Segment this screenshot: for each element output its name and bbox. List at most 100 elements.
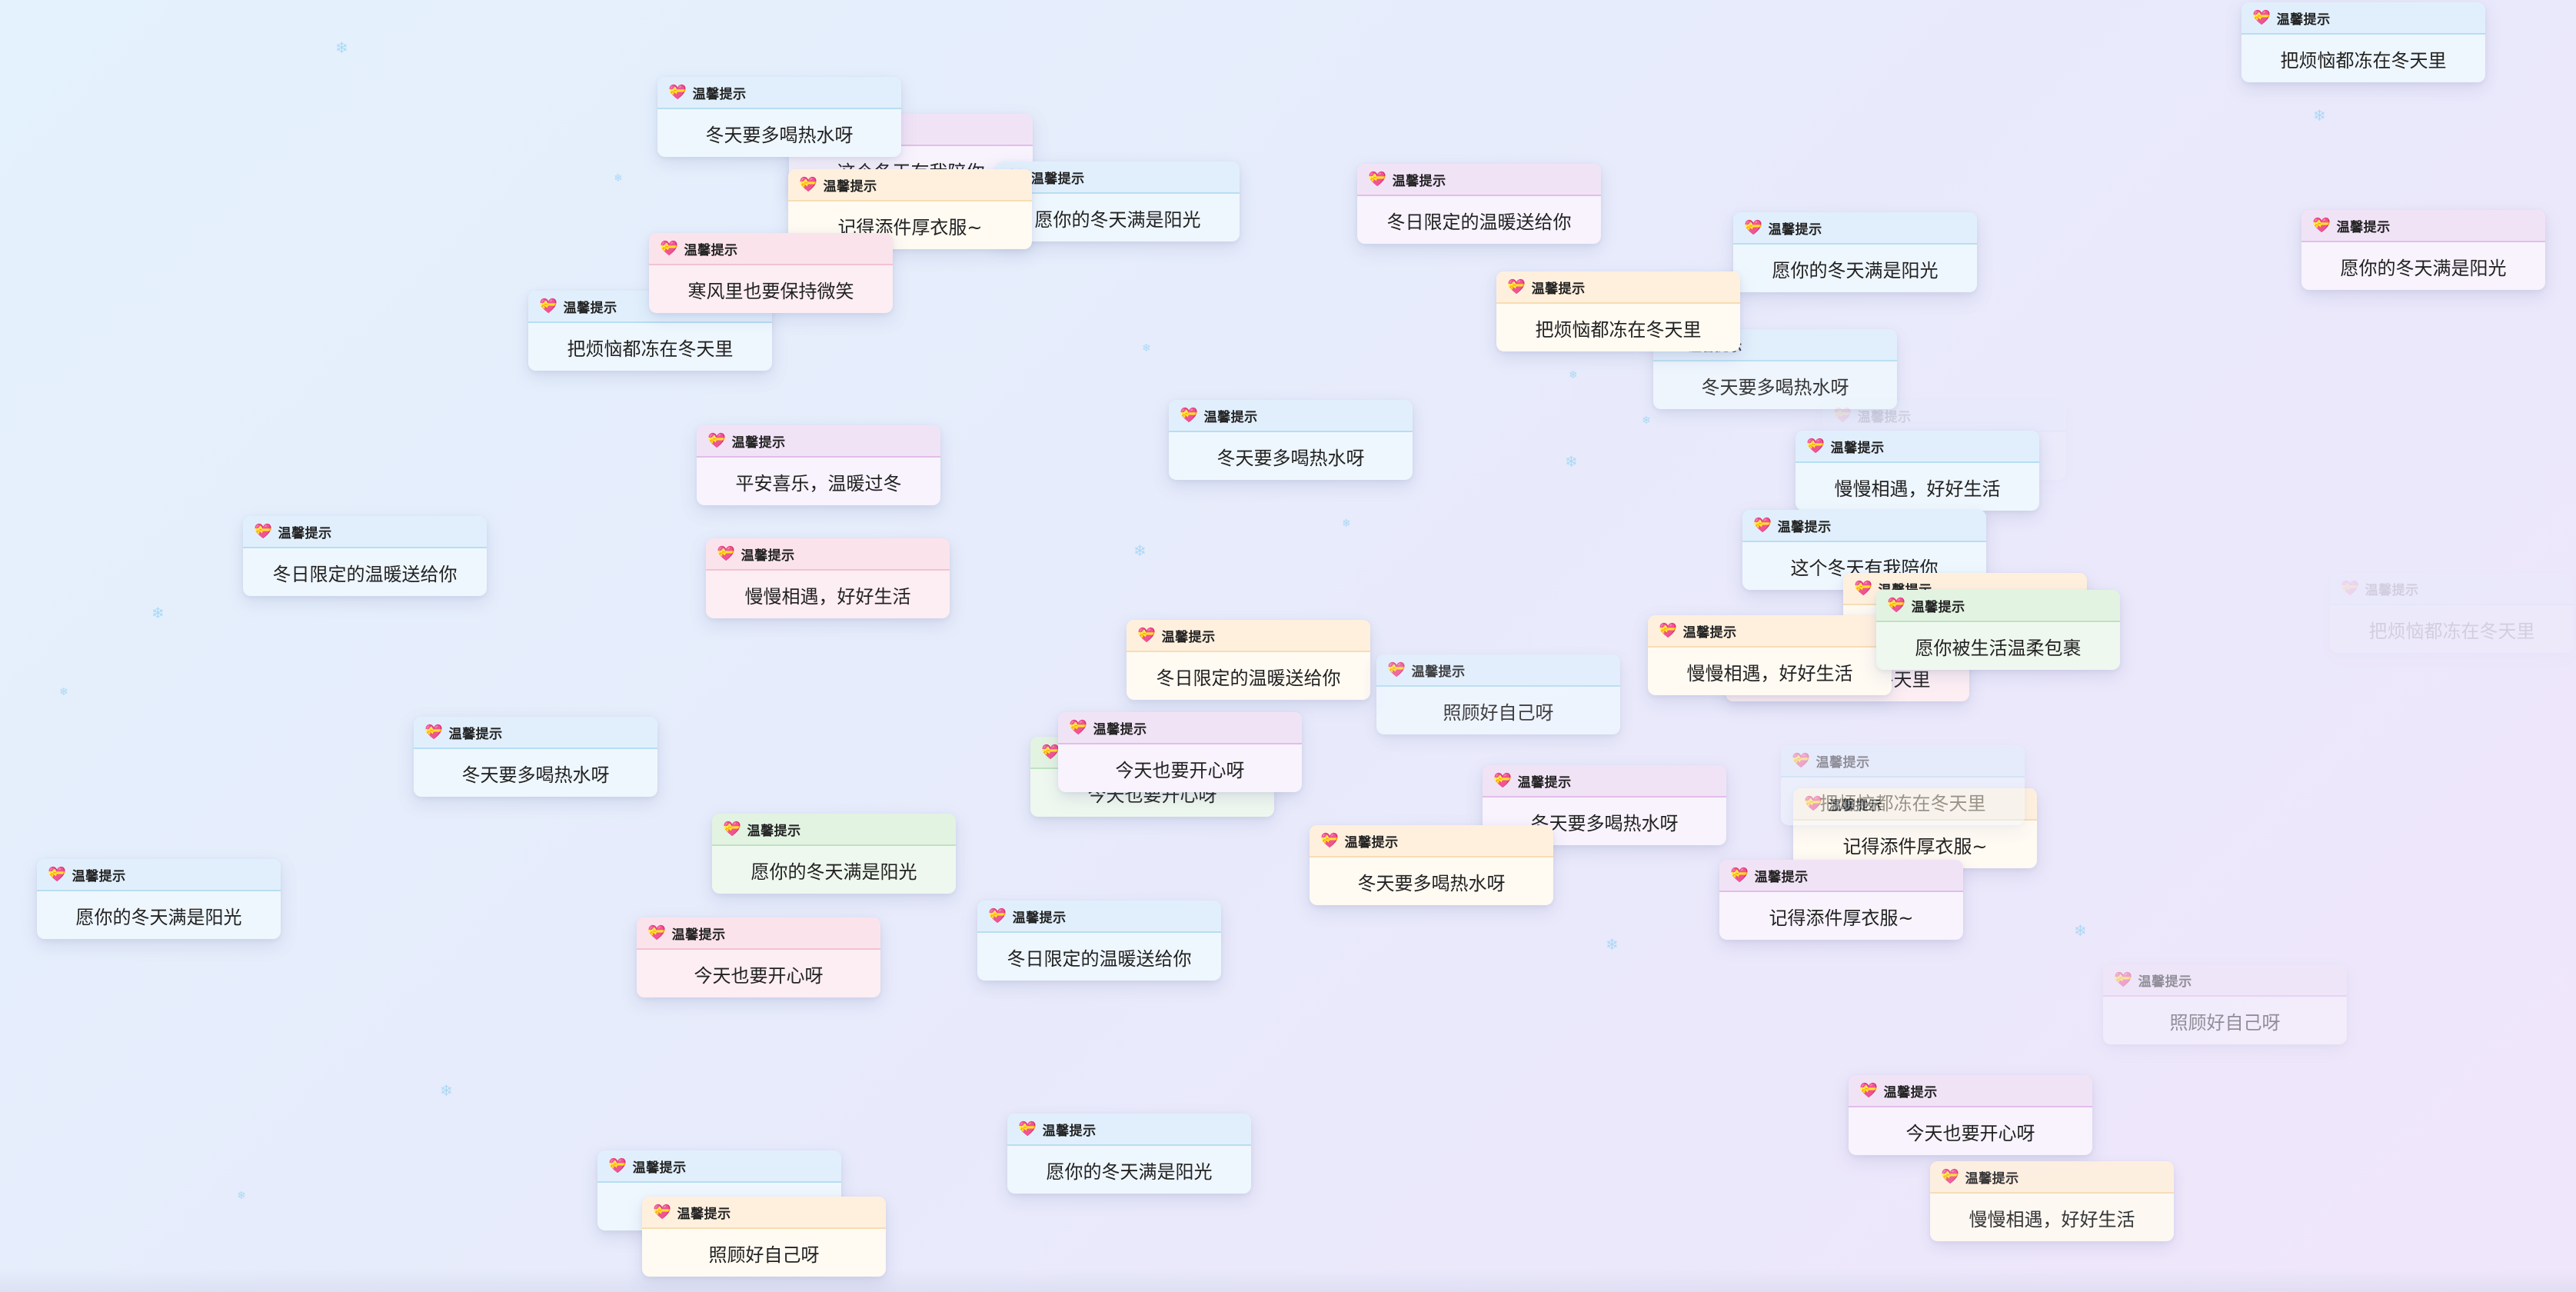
greeting-card-30[interactable]: 💝 温馨提示 记得添件厚衣服~: [1793, 788, 2037, 868]
card-header: 💝 温馨提示: [1733, 212, 1977, 245]
greeting-card-31[interactable]: 💝 温馨提示 把烦恼都冻在冬天里: [1781, 745, 2025, 825]
heart-with-ribbon-icon: 💝: [1180, 406, 1198, 424]
card-title: 温馨提示: [671, 927, 726, 943]
greeting-card-38[interactable]: 💝 温馨提示 照顾好自己呀: [2103, 964, 2347, 1044]
greeting-card-40[interactable]: 💝 温馨提示 愿你的冬天满是阳光: [1007, 1114, 1251, 1194]
greeting-card-2[interactable]: 💝 温馨提示 冬天要多喝热水呀: [657, 77, 901, 157]
card-header: 💝 温馨提示: [642, 1197, 886, 1229]
greeting-card-27[interactable]: 💝 温馨提示 今天也要开心呀: [1058, 712, 1302, 792]
greeting-card-34[interactable]: 💝 温馨提示 愿你的冬天满是阳光: [712, 814, 956, 894]
greeting-card-6[interactable]: 💝 温馨提示 把烦恼都冻在冬天里: [2242, 2, 2485, 82]
card-header: 💝 温馨提示: [1169, 400, 1413, 432]
greeting-card-37[interactable]: 💝 温馨提示 今天也要开心呀: [637, 917, 880, 997]
card-header: 💝 温馨提示: [2330, 573, 2574, 605]
card-header: 💝 温馨提示: [1822, 400, 2066, 432]
snowflake-icon: ❄: [1342, 518, 1351, 530]
heart-with-ribbon-icon: 💝: [1368, 170, 1386, 188]
card-title: 温馨提示: [731, 435, 786, 451]
card-title: 温馨提示: [2276, 12, 2331, 28]
greeting-card-25[interactable]: 💝 温馨提示 照顾好自己呀: [1376, 654, 1620, 734]
card-header: 💝 温馨提示: [2242, 2, 2485, 35]
card-message: 冬日限定的温暖送给你: [1386, 211, 1572, 233]
snowflake-icon: ❄: [2074, 921, 2087, 940]
card-title: 温馨提示: [2336, 219, 2391, 235]
heart-with-ribbon-icon: 💝: [660, 239, 678, 257]
card-message: 今天也要开心呀: [1905, 1122, 2035, 1144]
greeting-card-22[interactable]: 💝 温馨提示 愿你被生活温柔包裹: [1876, 590, 2120, 670]
card-header: 💝 温馨提示: [1376, 654, 1620, 687]
greeting-card-17[interactable]: 💝 温馨提示 冬日限定的温暖送给你: [243, 516, 487, 596]
card-header: 💝 温馨提示: [1357, 164, 1601, 196]
greeting-card-14[interactable]: 💝 温馨提示 平安喜乐，温暖过冬: [697, 425, 940, 505]
card-header: 💝 温馨提示: [1483, 765, 1726, 798]
greeting-card-33[interactable]: 💝 温馨提示 记得添件厚衣服~: [1719, 860, 1963, 940]
card-header: 💝 温馨提示: [1648, 615, 1892, 648]
card-header: 💝 温馨提示: [1781, 745, 2025, 778]
greeting-card-9[interactable]: 💝 温馨提示 愿你的冬天满是阳光: [2301, 210, 2545, 290]
card-title: 温馨提示: [741, 548, 795, 564]
greeting-card-1[interactable]: 💝 温馨提示 愿你的冬天满是阳光: [996, 162, 1240, 241]
card-message: 慢慢相遇，好好生活: [1969, 1208, 2135, 1230]
card-message: 冬天要多喝热水呀: [1216, 447, 1365, 469]
greeting-card-24[interactable]: 💝 温馨提示 冬日限定的温暖送给你: [1127, 620, 1370, 700]
greeting-card-36[interactable]: 💝 温馨提示 冬日限定的温暖送给你: [977, 901, 1221, 981]
greeting-card-28[interactable]: 💝 温馨提示 冬天要多喝热水呀: [414, 717, 657, 797]
greeting-card-5[interactable]: 💝 温馨提示 寒风里也要保持微笑: [649, 233, 893, 313]
heart-with-ribbon-icon: 💝: [2252, 8, 2271, 26]
snowflake-icon: ❄: [59, 686, 68, 698]
heart-with-ribbon-icon: 💝: [1806, 437, 1825, 455]
card-message: 愿你的冬天满是阳光: [1046, 1160, 1213, 1183]
heart-with-ribbon-icon: 💝: [254, 522, 272, 540]
bottom-fade: [0, 1269, 2576, 1292]
heart-with-ribbon-icon: 💝: [1137, 626, 1156, 644]
heart-with-ribbon-icon: 💝: [988, 907, 1007, 924]
card-title: 温馨提示: [1203, 409, 1258, 425]
card-header: 💝 温馨提示: [1793, 788, 2037, 821]
card-header: 💝 温馨提示: [1796, 431, 2039, 463]
greeting-card-35[interactable]: 💝 温馨提示 愿你的冬天满是阳光: [37, 859, 281, 939]
heart-with-ribbon-icon: 💝: [1041, 743, 1060, 761]
greeting-card-8[interactable]: 💝 温馨提示 愿你的冬天满是阳光: [1733, 212, 1977, 292]
heart-with-ribbon-icon: 💝: [424, 723, 443, 741]
greeting-card-42[interactable]: 💝 温馨提示 照顾好自己呀: [642, 1197, 886, 1277]
greeting-card-32[interactable]: 💝 温馨提示 冬天要多喝热水呀: [1310, 825, 1553, 905]
greeting-card-39[interactable]: 💝 温馨提示 今天也要开心呀: [1849, 1075, 2092, 1155]
greeting-card-13[interactable]: 💝 温馨提示 冬天要多喝热水呀: [1169, 400, 1413, 480]
card-message: 愿你被生活温柔包裹: [1915, 637, 2082, 659]
card-title: 温馨提示: [1030, 171, 1085, 187]
greeting-card-4[interactable]: 💝 温馨提示 把烦恼都冻在冬天里: [528, 291, 772, 371]
card-title: 温馨提示: [1344, 834, 1399, 851]
card-title: 温馨提示: [1411, 664, 1466, 680]
card-title: 温馨提示: [1161, 629, 1216, 645]
greeting-card-43[interactable]: 💝 温馨提示 慢慢相遇，好好生活: [1930, 1161, 2174, 1241]
card-title: 温馨提示: [1392, 173, 1446, 189]
card-header: 💝 温馨提示: [637, 917, 880, 950]
card-title: 温馨提示: [1754, 869, 1809, 885]
heart-with-ribbon-icon: 💝: [2341, 579, 2359, 597]
heart-with-ribbon-icon: 💝: [48, 865, 66, 883]
greeting-card-11[interactable]: 💝 温馨提示 把烦恼都冻在冬天里: [1496, 271, 1740, 351]
greeting-card-21[interactable]: 💝 温馨提示 慢慢相遇，好好生活: [1648, 615, 1892, 695]
card-message: 冬天要多喝热水呀: [461, 764, 610, 786]
heart-with-ribbon-icon: 💝: [1859, 1081, 1878, 1099]
greeting-card-15[interactable]: 💝 温馨提示 慢慢相遇，好好生活: [1796, 431, 2039, 511]
card-header: 💝 温馨提示: [2103, 964, 2347, 997]
greeting-card-16[interactable]: 💝 温馨提示 慢慢相遇，好好生活: [706, 538, 950, 618]
card-header: 💝 温馨提示: [1876, 590, 2120, 622]
card-message: 照顾好自己呀: [2169, 1011, 2281, 1034]
card-title: 温馨提示: [1093, 721, 1147, 738]
card-message: 冬天要多喝热水呀: [1530, 812, 1679, 834]
card-title: 温馨提示: [1828, 798, 1882, 814]
greeting-card-7[interactable]: 💝 温馨提示 冬日限定的温暖送给你: [1357, 164, 1601, 244]
card-title: 温馨提示: [1682, 624, 1737, 641]
card-message: 慢慢相遇，好好生活: [1834, 478, 2001, 500]
card-header: 💝 温馨提示: [597, 1150, 841, 1183]
card-title: 温馨提示: [1883, 1084, 1938, 1101]
snowflake-icon: ❄: [1606, 935, 1619, 954]
card-header: 💝 温馨提示: [1058, 712, 1302, 744]
heart-with-ribbon-icon: 💝: [1507, 278, 1526, 295]
card-message: 今天也要开心呀: [694, 964, 824, 987]
card-message: 愿你的冬天满是阳光: [75, 906, 242, 928]
heart-with-ribbon-icon: 💝: [608, 1157, 627, 1174]
greeting-card-23[interactable]: 💝 温馨提示 把烦恼都冻在冬天里: [2330, 573, 2574, 653]
